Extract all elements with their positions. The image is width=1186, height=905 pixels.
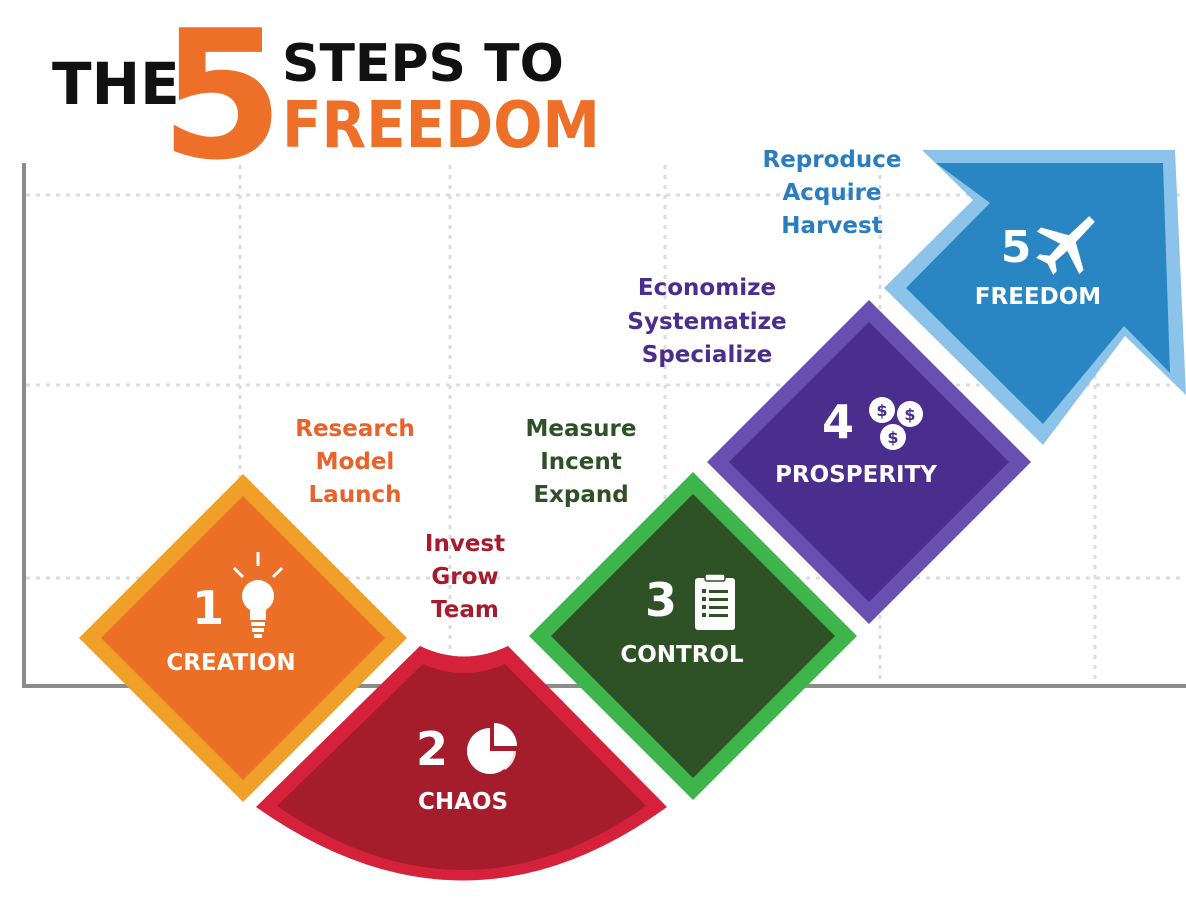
prosperity-diamond-inner [729, 322, 1009, 602]
prosperity-action: Specialize [642, 342, 772, 368]
creation-number: 1 [192, 581, 224, 635]
control-action: Expand [533, 482, 628, 508]
control-actions: Measure Incent Expand [525, 416, 636, 508]
freedom-action: Harvest [781, 213, 882, 239]
chaos-label: CHAOS [418, 789, 508, 815]
svg-text:$: $ [876, 401, 887, 420]
step-prosperity: 4 $ $ $ PROSPERITY [707, 300, 1031, 624]
freedom-label: FREEDOM [975, 284, 1101, 310]
creation-action: Model [316, 449, 395, 475]
svg-text:$: $ [904, 405, 915, 424]
creation-action: Research [295, 416, 414, 442]
airplane-icon [1036, 216, 1095, 275]
prosperity-actions: Economize Systematize Specialize [627, 275, 786, 368]
chaos-action: Invest [425, 531, 505, 557]
freedom-arrow-inner [906, 163, 1170, 424]
freedom-actions: Reproduce Acquire Harvest [763, 147, 902, 239]
chaos-action: Team [431, 597, 499, 623]
prosperity-number: 4 [822, 395, 854, 449]
title-steps-to: STEPS TO [282, 34, 564, 94]
prosperity-label: PROSPERITY [775, 462, 937, 488]
main-title: THE 5 STEPS TO FREEDOM [52, 0, 600, 199]
coins-icon: $ $ $ [869, 397, 923, 450]
control-label: CONTROL [620, 642, 744, 668]
title-number: 5 [160, 0, 284, 199]
creation-action: Launch [309, 482, 402, 508]
chaos-band-inner [277, 664, 646, 870]
freedom-action: Reproduce [763, 147, 902, 173]
creation-diamond-inner [101, 496, 385, 780]
freedom-action: Acquire [782, 180, 881, 206]
freedom-number: 5 [1001, 222, 1032, 273]
checklist-icon [695, 573, 735, 630]
prosperity-action: Economize [638, 275, 776, 301]
pie-chart-icon [467, 723, 517, 774]
control-action: Measure [525, 416, 636, 442]
title-freedom: FREEDOM [282, 89, 600, 163]
creation-label: CREATION [166, 650, 295, 676]
lightbulb-icon [232, 552, 284, 638]
step-creation: 1 CREATION [79, 474, 407, 802]
control-diamond-inner [551, 494, 835, 778]
chaos-number: 2 [416, 722, 448, 776]
control-number: 3 [645, 573, 677, 627]
control-action: Incent [540, 449, 622, 475]
svg-text:$: $ [887, 428, 898, 447]
title-the: THE [52, 50, 180, 118]
chaos-actions: Invest Grow Team [425, 531, 505, 623]
step-freedom: 5 FREEDOM [884, 150, 1186, 445]
step-chaos: 2 CHAOS [256, 646, 667, 881]
prosperity-action: Systematize [627, 309, 786, 335]
creation-actions: Research Model Launch [295, 416, 414, 508]
step-control: 3 CONTROL [529, 472, 857, 800]
chaos-action: Grow [431, 564, 498, 590]
